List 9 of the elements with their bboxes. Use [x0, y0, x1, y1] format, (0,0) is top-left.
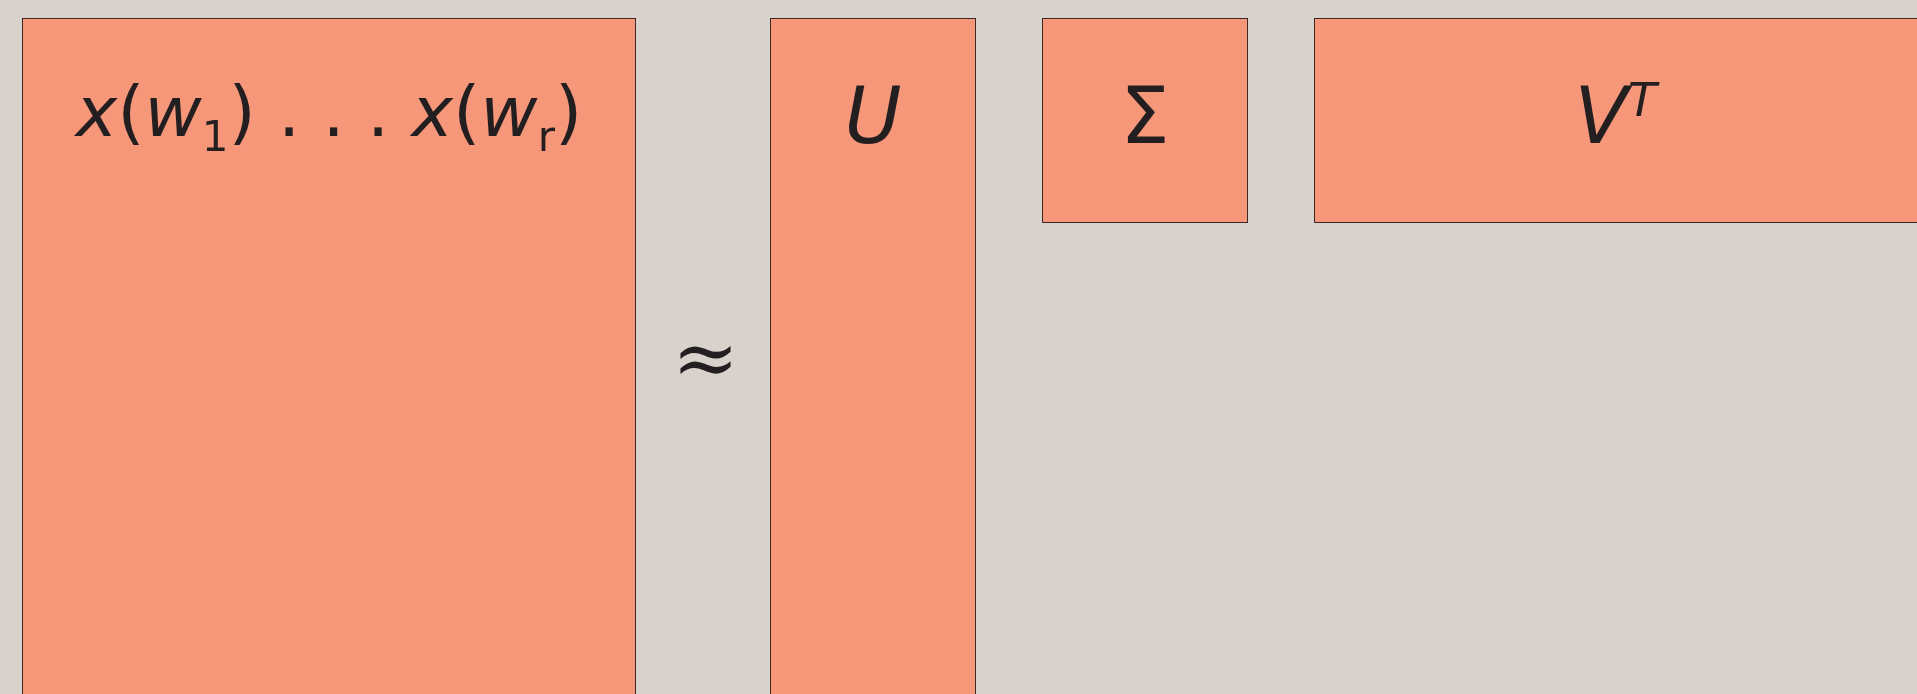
matrix-label: Σ	[1119, 77, 1171, 155]
matrix-block	[770, 18, 976, 694]
approx-sign: ≈	[672, 318, 740, 398]
matrix-block	[1314, 18, 1917, 223]
matrix-label: U	[843, 77, 903, 155]
matrix-label: x(w$_{1}$) . . . x(w$_{r}$)	[73, 77, 584, 158]
matrix-block	[22, 18, 636, 694]
matrix-block	[1042, 18, 1248, 223]
matrix-label: V$^{T}$	[1315, 77, 1916, 155]
